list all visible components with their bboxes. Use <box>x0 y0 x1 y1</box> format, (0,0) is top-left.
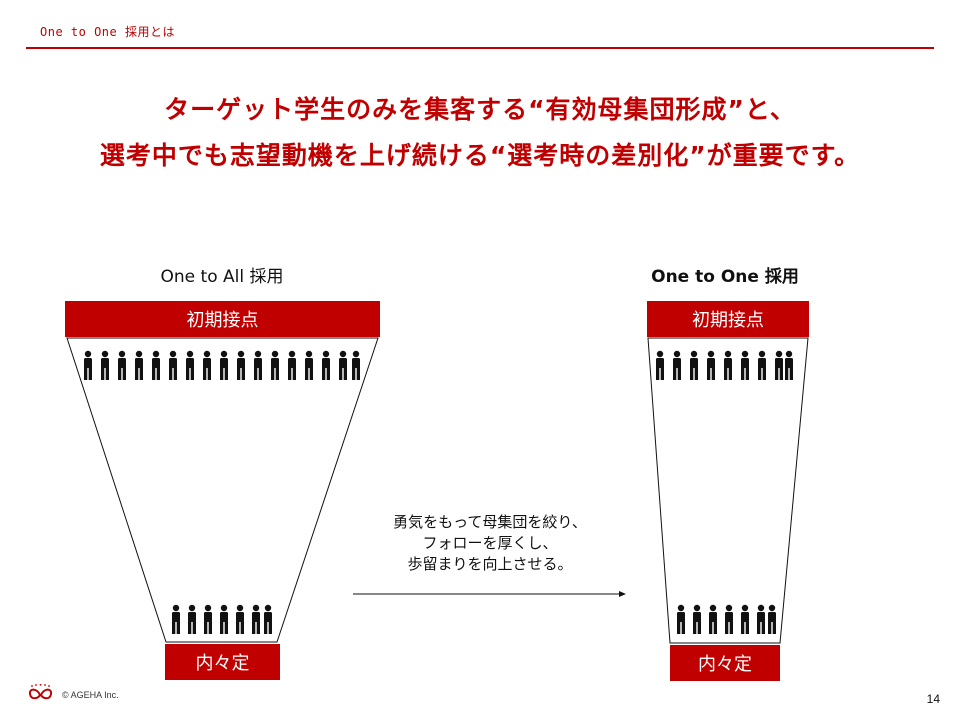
right-offer-box: 内々定 <box>670 645 780 681</box>
ageha-logo-icon <box>28 684 53 700</box>
one-to-one-title: One to One 採用 <box>651 267 799 287</box>
page-number: 14 <box>926 692 940 706</box>
caption-line-2: フォローを厚くし、 <box>422 534 558 552</box>
one-to-all-title: One to All 採用 <box>160 267 284 287</box>
caption-line-1: 勇気をもって母集団を絞り、 <box>393 513 587 531</box>
headline-line-1: ターゲット学生のみを集客する“有効母集団形成”と、 <box>164 95 796 124</box>
section-label: One to One 採用とは <box>40 25 175 39</box>
transition-caption: 勇気をもって母集団を絞り、 フォローを厚くし、 歩留まりを向上させる。 <box>340 512 640 575</box>
right-initial-contact-box: 初期接点 <box>647 301 809 337</box>
left-initial-contact-box: 初期接点 <box>65 301 380 337</box>
copyright-text: © AGEHA Inc. <box>62 690 119 700</box>
people-icon-group-left-bottom <box>172 604 272 634</box>
people-icon-group-right-bottom <box>677 604 776 634</box>
one-to-one-funnel <box>647 337 809 644</box>
left-offer-box: 内々定 <box>165 644 280 680</box>
people-icon-group-right-top <box>656 350 793 380</box>
one-to-all-funnel <box>66 337 379 643</box>
headline-line-2: 選考中でも志望動機を上げ続ける“選考時の差別化”が重要です。 <box>99 141 861 170</box>
arrow-right-icon <box>353 591 626 597</box>
caption-line-3: 歩留まりを向上させる。 <box>407 555 573 573</box>
header-divider <box>26 47 934 49</box>
people-icon-group-left-top <box>84 350 360 380</box>
